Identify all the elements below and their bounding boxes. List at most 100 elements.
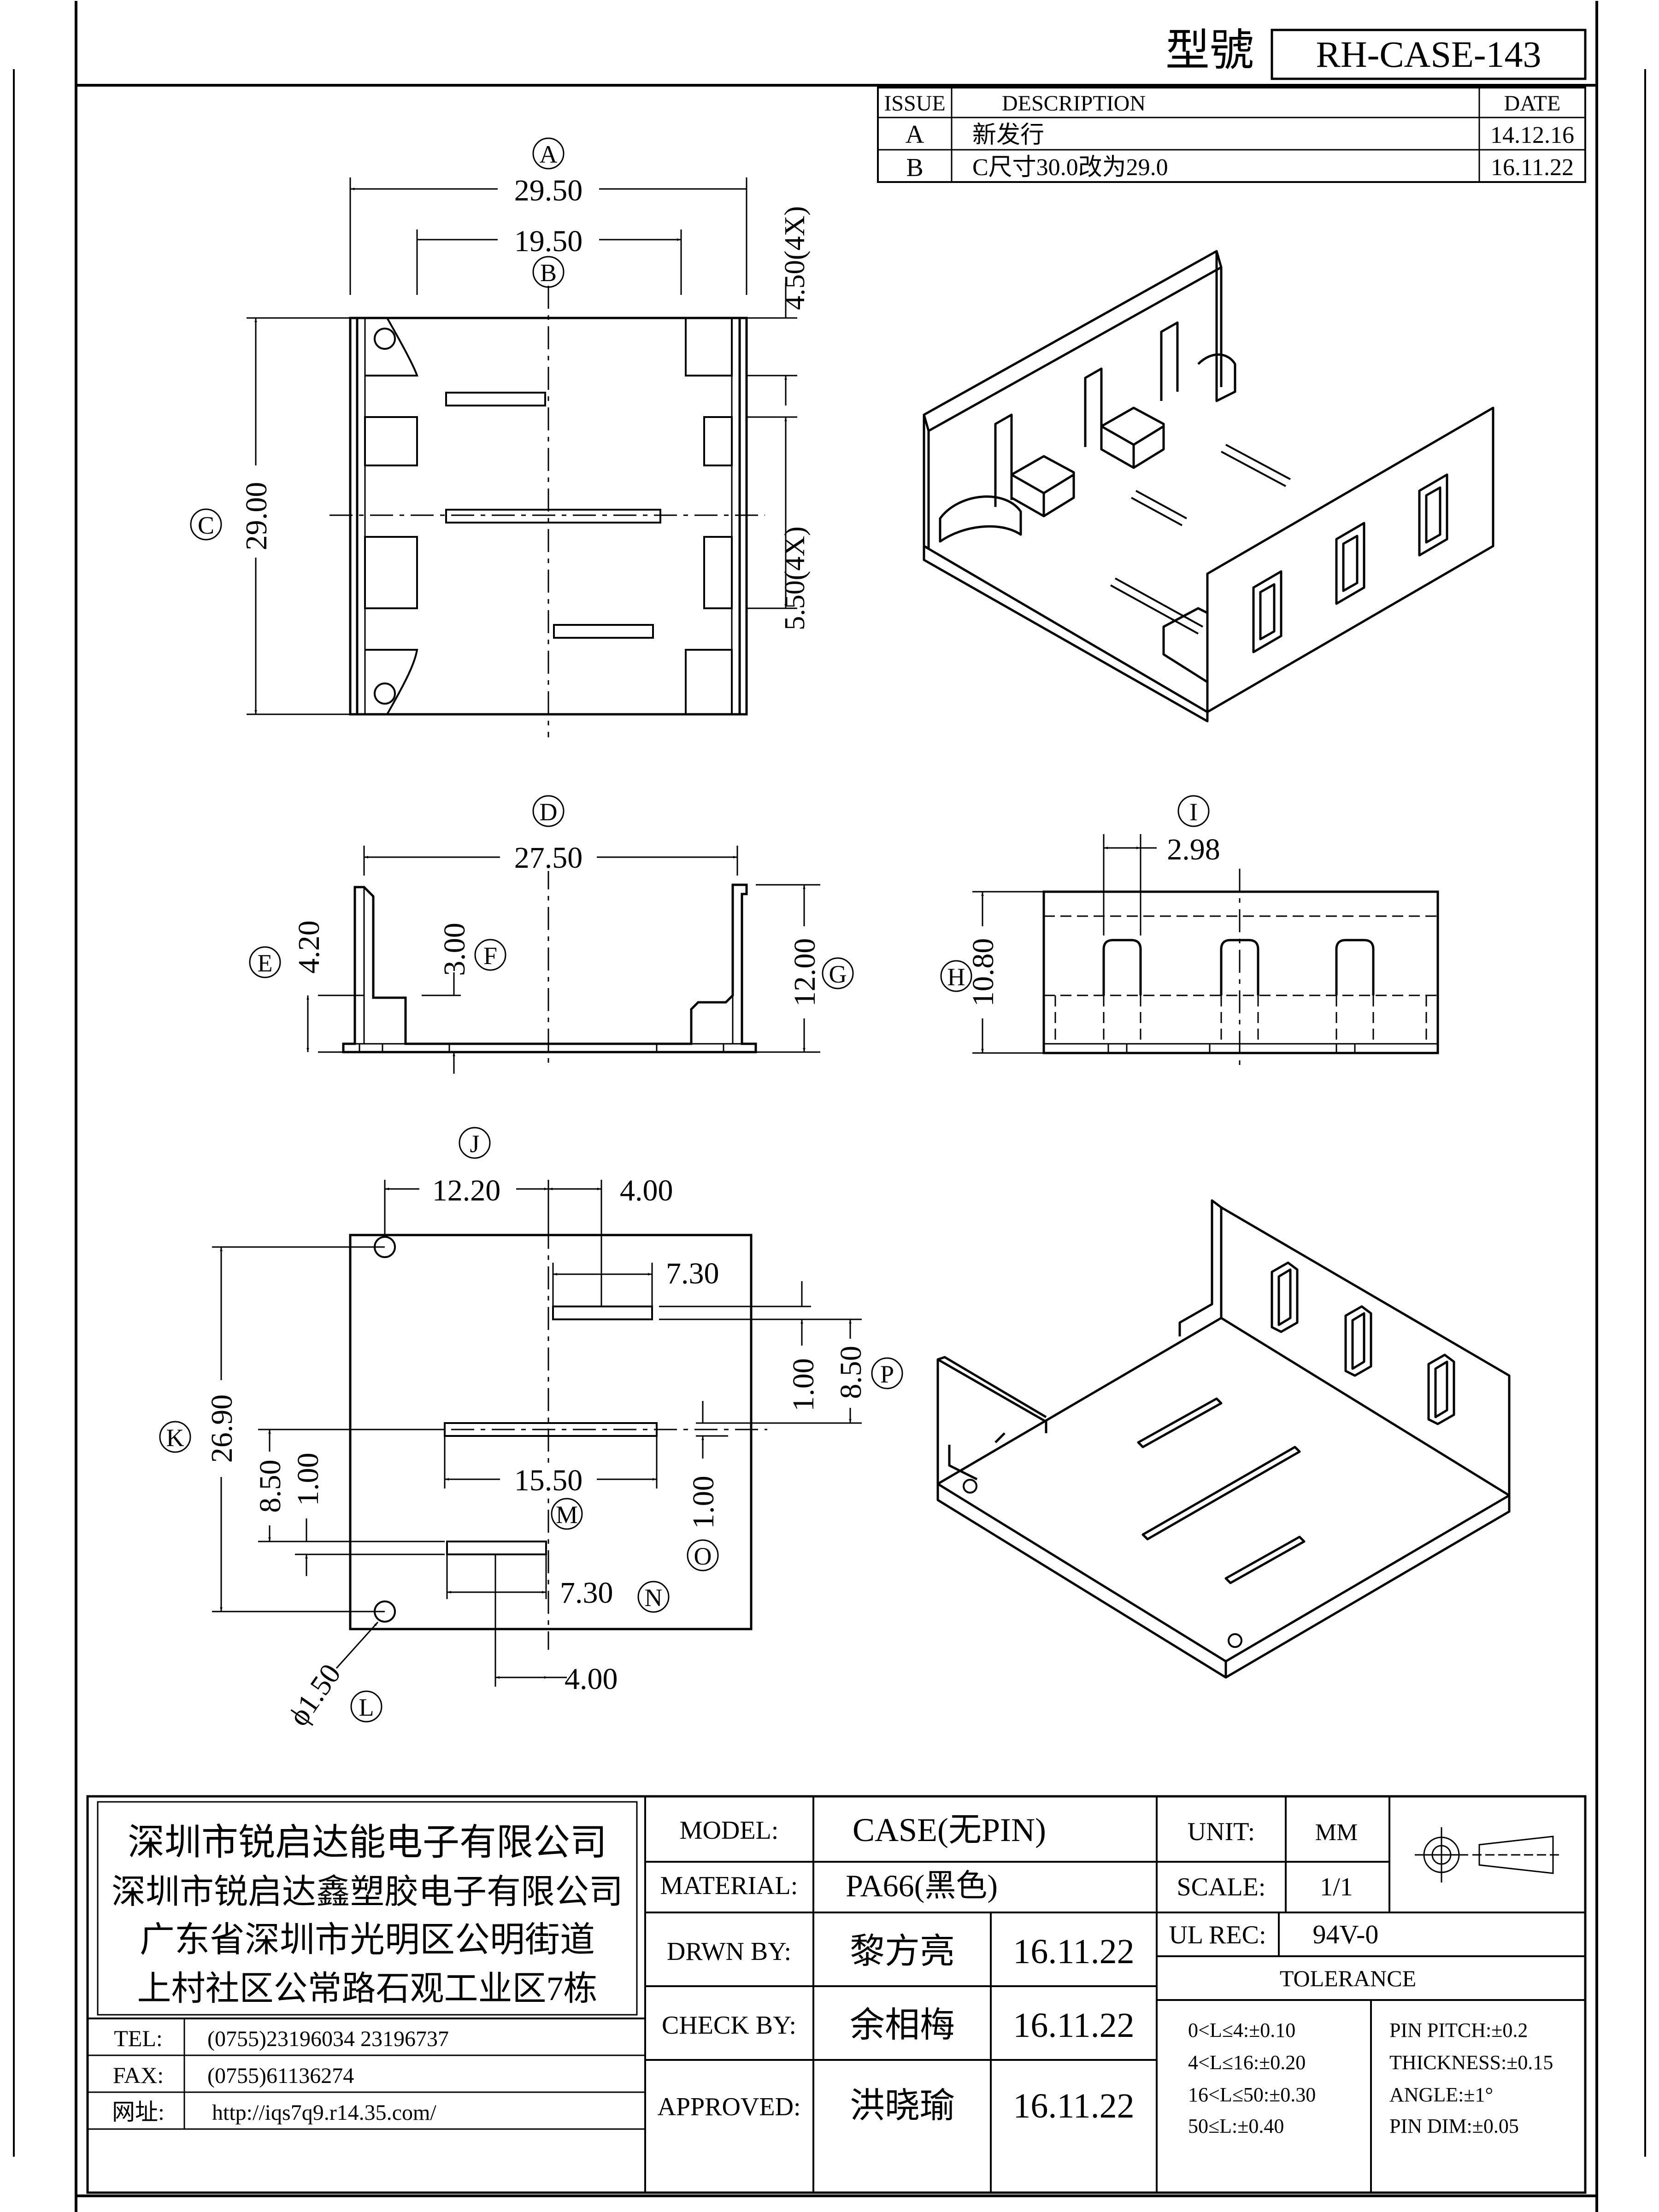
label-i: I <box>1189 798 1198 826</box>
tolerance-right-4: PIN DIM:±0.05 <box>1389 2115 1519 2137</box>
approved-date: 16.11.22 <box>1013 2087 1134 2125</box>
dim-j2-value: 4.00 <box>620 1174 673 1207</box>
label-k: K <box>166 1424 184 1452</box>
label-e: E <box>258 949 273 977</box>
company-line-2: 深圳市锐启达鑫塑胶电子有限公司 <box>112 1873 623 1911</box>
approved-label: APPROVED: <box>657 2093 800 2121</box>
label-d: D <box>540 798 558 826</box>
revision-a-issue: A <box>906 120 924 149</box>
dim-h-value: 10.80 <box>966 938 1000 1007</box>
front-view: 27.50 D 4.20 E 3.00 F 12.00 G <box>249 795 854 1074</box>
company-line-3: 广东省深圳市光明区公明街道 <box>140 1921 595 1959</box>
revision-header-date: DATE <box>1504 91 1561 116</box>
dim-d-value: 27.50 <box>514 841 583 875</box>
label-c-bubble <box>190 508 222 541</box>
label-k-bubble <box>159 1421 191 1453</box>
scale-label: SCALE: <box>1177 1873 1266 1901</box>
label-e-bubble <box>249 946 281 978</box>
label-n: N <box>645 1584 663 1612</box>
dim-f-value: 3.00 <box>438 923 471 976</box>
fax-value: (0755)61136274 <box>207 2064 354 2088</box>
dim-j1-value: 12.20 <box>432 1174 501 1207</box>
scale-value: 1/1 <box>1320 1873 1353 1901</box>
dim-c-value: 29.00 <box>240 482 273 551</box>
label-h-bubble <box>940 960 972 992</box>
revision-b-issue: B <box>906 153 923 182</box>
dim-g-value: 12.00 <box>788 938 822 1007</box>
tolerance-left-1: 0<L≤4:±0.10 <box>1188 2019 1295 2041</box>
side-view: 2.98 I 10.80 H <box>940 795 1439 1069</box>
tolerance-right-3: ANGLE:±1° <box>1389 2083 1493 2106</box>
tolerance-left-4: 50≤L:±0.40 <box>1188 2115 1284 2137</box>
tolerance-right-2: THICKNESS:±0.15 <box>1389 2051 1553 2074</box>
projection-symbol-icon <box>1415 1827 1562 1883</box>
company-line-1: 深圳市锐启达能电子有限公司 <box>128 1823 607 1863</box>
dim-slot-height-value: 5.50(4X) <box>779 526 811 630</box>
bottom-view: 12.20 4.00 J 7.30 1.00 8.50 P 1.00 O 26.… <box>159 1127 903 1732</box>
isometric-view-bottom <box>936 1199 1511 1679</box>
dim-k-value: 26.90 <box>205 1394 239 1463</box>
label-i-bubble <box>1177 795 1210 827</box>
label-h: H <box>947 963 965 991</box>
company-line-4: 上村社区公常路石观工业区7栋 <box>137 1970 598 2008</box>
model-value: CASE(无PIN) <box>853 1812 1046 1848</box>
dim-b-value: 19.50 <box>514 224 583 258</box>
check-name: 余相梅 <box>850 2006 955 2045</box>
revision-header-description: DESCRIPTION <box>1002 91 1146 116</box>
title-block: 深圳市锐启达能电子有限公司 深圳市锐启达鑫塑胶电子有限公司 广东省深圳市光明区公… <box>86 1795 1587 2194</box>
label-f: F <box>483 942 497 970</box>
label-o: O <box>694 1542 712 1570</box>
dim-e-value: 4.20 <box>292 920 326 974</box>
dim-p1-value: 1.00 <box>787 1358 820 1412</box>
drawn-name: 黎方亮 <box>850 1932 955 1971</box>
label-p-bubble <box>871 1357 903 1389</box>
tolerance-left-2: 4<L≤16:±0.20 <box>1188 2051 1306 2074</box>
model-header: 型號 RH-CASE-143 <box>1165 26 1587 80</box>
tel-value: (0755)23196034 23196737 <box>207 2027 449 2051</box>
label-b: B <box>540 259 557 287</box>
model-header-value: RH-CASE-143 <box>1316 35 1541 75</box>
label-c: C <box>198 512 214 539</box>
tolerance-right-1: PIN PITCH:±0.2 <box>1389 2019 1528 2041</box>
dim-o-value: 1.00 <box>687 1476 720 1529</box>
dim-slot-width-value: 4.50(4X) <box>779 206 811 310</box>
dim-slot1-value: 7.30 <box>666 1257 719 1290</box>
dim-left2-value: 1.00 <box>291 1453 325 1506</box>
dim-m-value: 15.50 <box>514 1464 583 1497</box>
label-f-bubble <box>474 939 506 971</box>
label-j-bubble <box>459 1127 491 1159</box>
unit-value: MM <box>1315 1819 1358 1846</box>
material-label: MATERIAL: <box>660 1871 798 1900</box>
dim-bottom-value: 4.00 <box>565 1662 618 1696</box>
drawing-frame <box>13 1 1646 2212</box>
drawn-label: DRWN BY: <box>667 1937 791 1966</box>
revision-header-issue: ISSUE <box>884 91 945 116</box>
approved-name: 洪晓瑜 <box>850 2087 955 2125</box>
label-a-bubble <box>532 137 565 170</box>
fax-label: FAX: <box>113 2062 164 2088</box>
isometric-view-top <box>923 250 1494 723</box>
label-p: P <box>880 1360 894 1388</box>
ul-label: UL REC: <box>1169 1921 1266 1949</box>
material-value: PA66(黑色) <box>846 1868 998 1903</box>
label-n-bubble <box>637 1581 670 1613</box>
web-label: 网址: <box>112 2099 165 2125</box>
dim-left1-value: 8.50 <box>253 1459 287 1513</box>
label-l-bubble <box>350 1690 382 1723</box>
model-label: MODEL: <box>680 1816 779 1845</box>
unit-label: UNIT: <box>1188 1818 1255 1846</box>
label-o-bubble <box>687 1539 719 1571</box>
label-j: J <box>470 1130 479 1158</box>
label-l: L <box>359 1694 374 1721</box>
label-m-bubble <box>551 1498 583 1530</box>
revision-a-date: 14.12.16 <box>1490 122 1574 148</box>
label-m: M <box>556 1501 578 1529</box>
dim-n-value: 7.30 <box>560 1576 613 1610</box>
drawn-date: 16.11.22 <box>1013 1932 1134 1971</box>
revision-b-date: 16.11.22 <box>1491 154 1574 181</box>
check-label: CHECK BY: <box>662 2011 796 2040</box>
check-date: 16.11.22 <box>1013 2006 1134 2045</box>
dim-l-value: ϕ1.50 <box>282 1658 347 1732</box>
label-g: G <box>829 960 847 988</box>
